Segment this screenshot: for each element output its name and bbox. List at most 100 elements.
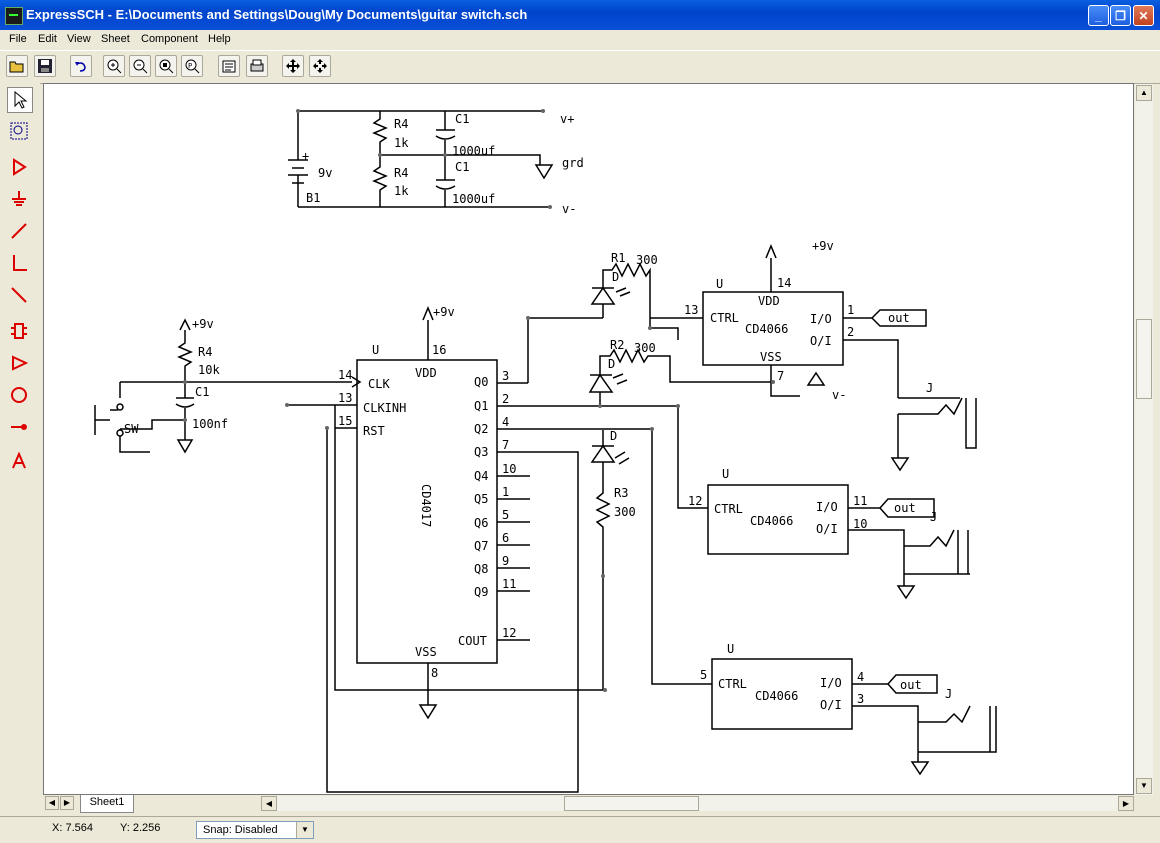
battery-plus-label: + [302, 149, 309, 163]
cd4017-q4: Q4 [474, 469, 488, 483]
switch3-ctrl: CTRL [718, 677, 747, 691]
switch2-ctrl: CTRL [714, 502, 743, 516]
wire-tool[interactable] [7, 219, 33, 245]
cd4017-vss: VSS [415, 645, 437, 659]
ground-tool[interactable] [7, 187, 33, 213]
toolbar: P [0, 50, 1160, 84]
move-button[interactable] [309, 55, 331, 77]
switch2-oi: O/I [816, 522, 838, 536]
switch2-oi-pin: 10 [853, 517, 867, 531]
battery-ref: B1 [306, 191, 320, 205]
zoom-area-button[interactable] [155, 55, 177, 77]
component-tool-icon [13, 158, 27, 176]
switch2-ctrl-pin: 12 [688, 494, 702, 508]
d1-label: D [612, 270, 619, 284]
input-r-ref: R4 [198, 345, 212, 359]
switch2-u: U [722, 467, 729, 481]
vertical-scroll-thumb[interactable] [1136, 319, 1152, 399]
zoom-out-button[interactable] [129, 55, 151, 77]
switch1-oi: O/I [810, 334, 832, 348]
input-r-value: 10k [198, 363, 220, 377]
r1-ref: R1 [611, 251, 625, 265]
pan-icon [286, 59, 300, 73]
circle-tool-icon [11, 387, 27, 403]
vminus-label: v- [562, 202, 576, 216]
zoom-in-button[interactable] [103, 55, 125, 77]
menu-view[interactable]: View [67, 33, 91, 45]
r2-value: 300 [634, 341, 656, 355]
switch1-vss: VSS [760, 350, 782, 364]
scroll-right-button[interactable]: ▶ [1118, 796, 1134, 811]
switch3-name: CD4066 [755, 689, 798, 703]
pan-button[interactable] [282, 55, 304, 77]
vplus-label: v+ [560, 112, 574, 126]
vertical-scrollbar[interactable]: ▲ ▼ [1135, 84, 1153, 795]
snap-dropdown[interactable]: Snap: Disabled ▼ [196, 821, 314, 839]
junction-tool[interactable] [7, 415, 33, 441]
diagonal-wire-tool[interactable] [7, 283, 33, 309]
zoom-area-icon [159, 59, 174, 74]
component-tool[interactable] [7, 155, 33, 181]
switch1-vcc: +9v [812, 239, 834, 253]
cd4017-q0-num: 3 [502, 369, 509, 383]
r2-ref: R2 [610, 338, 624, 352]
switch1-vdd: VDD [758, 294, 780, 308]
zoom-fit-button[interactable]: P [181, 55, 203, 77]
bus-tool[interactable] [7, 251, 33, 277]
triangle-tool[interactable] [7, 351, 33, 377]
switch1-out: out [888, 311, 910, 325]
undo-button[interactable] [70, 55, 92, 77]
horizontal-scrollbar[interactable]: ◀ ▶ [261, 796, 1134, 811]
d2-label: D [608, 357, 615, 371]
switch1-oi-pin: 2 [847, 325, 854, 339]
zoom-select-tool[interactable] [7, 119, 33, 145]
minimize-button[interactable]: _ [1088, 5, 1109, 26]
open-icon [9, 61, 24, 73]
ic-tool-icon [11, 323, 27, 339]
input-c-ref: C1 [195, 385, 209, 399]
input-c-value: 100nf [192, 417, 228, 431]
ic-tool[interactable] [7, 319, 33, 345]
cd4017-q3-num: 7 [502, 438, 509, 452]
horizontal-scroll-thumb[interactable] [564, 796, 699, 811]
cd4017-cout: COUT [458, 634, 487, 648]
switch1-vss-pin: 7 [777, 369, 784, 383]
battery-value: 9v [318, 166, 332, 180]
close-button[interactable]: ✕ [1133, 5, 1154, 26]
cd4066-switch1 [650, 244, 977, 472]
pointer-tool[interactable] [7, 87, 33, 113]
text-tool-icon [12, 452, 26, 469]
status-x-coordinate: X: 7.564 [52, 822, 93, 834]
title-bar: ExpressSCH - E:\Documents and Settings\D… [0, 0, 1160, 30]
cd4017-rst-num: 15 [338, 414, 352, 428]
triangle-tool-icon [12, 355, 28, 371]
cd4017-q1-num: 2 [502, 392, 509, 406]
switch1-vdd-pin: 14 [777, 276, 791, 290]
switch1-io-pin: 1 [847, 303, 854, 317]
menu-sheet[interactable]: Sheet [101, 33, 130, 45]
scroll-down-button[interactable]: ▼ [1136, 778, 1152, 794]
pointer-tool-icon [14, 91, 28, 109]
menu-file[interactable]: File [9, 33, 27, 45]
tab-prev-button[interactable]: ◀ [45, 796, 59, 810]
save-button[interactable] [34, 55, 56, 77]
cd4017-q7: Q7 [474, 539, 488, 553]
chevron-down-icon[interactable]: ▼ [296, 822, 313, 838]
print-button[interactable] [246, 55, 268, 77]
scroll-left-button[interactable]: ◀ [261, 796, 277, 811]
menu-component[interactable]: Component [141, 33, 198, 45]
maximize-button[interactable]: ❐ [1110, 5, 1131, 26]
menu-edit[interactable]: Edit [38, 33, 57, 45]
tab-next-button[interactable]: ▶ [60, 796, 74, 810]
scroll-up-button[interactable]: ▲ [1136, 85, 1152, 101]
circle-tool[interactable] [7, 383, 33, 409]
text-tool[interactable] [7, 449, 33, 475]
cd4017-q9-num: 11 [502, 577, 516, 591]
cd4017-q6-num: 5 [502, 508, 509, 522]
menu-help[interactable]: Help [208, 33, 231, 45]
tab-sheet1[interactable]: Sheet1 [80, 795, 134, 813]
switch1-jack: J [926, 381, 933, 395]
open-button[interactable] [6, 55, 28, 77]
properties-button[interactable] [218, 55, 240, 77]
schematic-canvas[interactable]: + 9v B1 R4 1k R4 1k C1 1000uf C1 1000uf … [43, 83, 1134, 795]
